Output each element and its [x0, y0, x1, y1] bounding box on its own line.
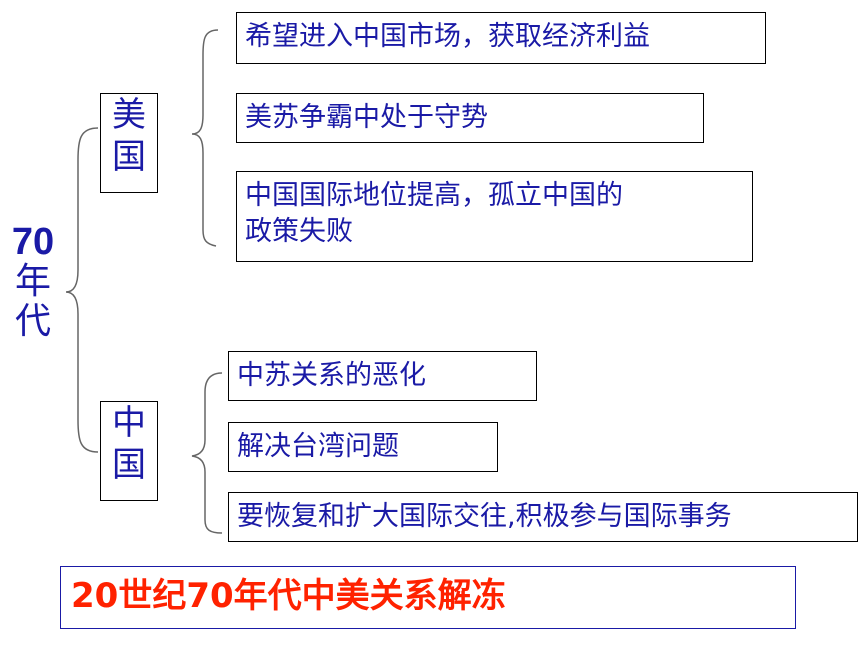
usa-reason-defensive: 美苏争霸中处于守势	[236, 93, 704, 143]
root-char-dai: 代	[14, 301, 51, 342]
china-reason-taiwan: 解决台湾问题	[228, 422, 498, 472]
branch-china-char-1: 中	[112, 403, 146, 443]
root-label-70s: 70 年 代	[8, 222, 58, 342]
branch-usa-box: 美 国	[100, 93, 158, 193]
branch-usa-char-1: 美	[112, 95, 146, 135]
usa-reason-isolation-failed: 中国国际地位提高，孤立中国的 政策失败	[236, 171, 753, 262]
root-number: 70	[11, 221, 55, 263]
branch-china-box: 中 国	[100, 401, 158, 501]
root-char-year: 年	[14, 261, 51, 302]
conclusion-box: 20世纪70年代中美关系解冻	[60, 566, 796, 629]
usa-brace	[191, 29, 219, 247]
root-brace	[65, 127, 99, 453]
china-reason-soviet: 中苏关系的恶化	[228, 351, 537, 401]
branch-china-char-2: 国	[112, 445, 146, 485]
branch-usa-char-2: 国	[112, 137, 146, 177]
usa-reason-market: 希望进入中国市场，获取经济利益	[236, 12, 766, 64]
china-brace	[191, 372, 223, 534]
china-reason-international: 要恢复和扩大国际交往,积极参与国际事务	[228, 492, 858, 542]
